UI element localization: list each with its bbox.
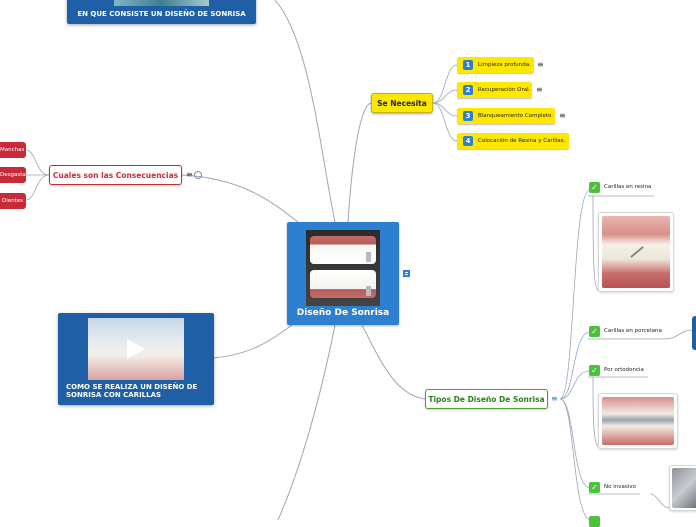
necesita-item-4[interactable]: 4 Colocación de Resina y Carillas. xyxy=(457,133,569,149)
check-icon xyxy=(589,516,600,527)
note-icon[interactable] xyxy=(403,270,410,277)
no-invasivo-image[interactable] xyxy=(669,465,696,511)
number-badge: 3 xyxy=(463,111,473,121)
note-icon[interactable]: ≡ xyxy=(551,394,558,403)
number-badge: 4 xyxy=(463,136,473,146)
necesita-item-2[interactable]: 2 Recuperación Oral. xyxy=(457,82,532,98)
central-topic[interactable]: Diseño De Sonrisa xyxy=(287,222,399,325)
link-central-consecuencias xyxy=(181,174,299,223)
number-badge: 2 xyxy=(463,85,473,95)
number-badge: 1 xyxy=(463,60,473,70)
necesita-item-3[interactable]: 3 Blanqueamiento Completo. xyxy=(457,108,555,124)
check-icon: ✓ xyxy=(589,326,600,337)
necesita-item-label: Blanqueamiento Completo. xyxy=(478,113,554,119)
link-central-tipos xyxy=(361,324,426,400)
link-icon[interactable] xyxy=(194,171,202,179)
link-central-top xyxy=(274,0,336,223)
note-icon[interactable]: ≡ xyxy=(536,85,543,94)
topic-se-necesita[interactable]: Se Necesita xyxy=(371,93,433,113)
consecuencia-item-dientes[interactable]: Dientes xyxy=(0,193,26,209)
note-icon[interactable]: ≡ xyxy=(186,170,193,179)
topic-tipos[interactable]: Tipos De Diseño De Sonrisa xyxy=(425,389,548,409)
consecuencia-item-desgastados[interactable]: Desgastados xyxy=(0,167,26,183)
note-icon[interactable]: ≡ xyxy=(537,60,544,69)
link-central-se-necesita xyxy=(347,102,372,223)
note-icon[interactable]: ≡ xyxy=(559,111,566,120)
necesita-item-label: Colocación de Resina y Carillas. xyxy=(478,138,566,144)
topic-consecuencias[interactable]: Cuales son las Consecuencias xyxy=(49,165,182,185)
central-smile-image xyxy=(306,230,380,306)
check-icon: ✓ xyxy=(589,482,600,493)
link-central-bottom xyxy=(277,324,336,520)
necesita-item-label: Recuperación Oral. xyxy=(478,87,531,93)
play-icon[interactable] xyxy=(127,339,145,359)
video-card-top[interactable]: EN QUE CONSISTE UN DISEÑO DE SONRISA xyxy=(67,0,256,24)
video-card-left[interactable]: COMO SE REALIZA UN DISEÑO DE SONRISA CON… xyxy=(58,313,214,405)
necesita-item-label: Limpieza profunda. xyxy=(478,62,531,68)
video-thumbnail xyxy=(114,0,209,6)
resina-image[interactable] xyxy=(598,212,674,292)
side-card[interactable] xyxy=(692,316,696,350)
tipo-item-porcelana[interactable]: Carillas en porcelana xyxy=(604,328,662,334)
necesita-item-1[interactable]: 1 Limpieza profunda. xyxy=(457,57,534,73)
tipo-item-resina[interactable]: Carillas en resina xyxy=(604,184,652,190)
video-title: COMO SE REALIZA UN DISEÑO DE SONRISA CON… xyxy=(66,383,198,399)
ortodoncia-image[interactable] xyxy=(598,393,678,449)
central-title: Diseño De Sonrisa xyxy=(296,308,390,318)
video-title: EN QUE CONSISTE UN DISEÑO DE SONRISA xyxy=(77,10,246,18)
tipo-item-ortodoncia[interactable]: Por ortodoncia xyxy=(604,367,644,373)
link-central-video-left xyxy=(212,324,293,359)
check-icon: ✓ xyxy=(589,182,600,193)
check-icon: ✓ xyxy=(589,365,600,376)
consecuencia-item-manchas[interactable]: Manchas xyxy=(0,142,26,158)
tipo-item-no-invasivo[interactable]: No invasivo xyxy=(604,484,636,490)
